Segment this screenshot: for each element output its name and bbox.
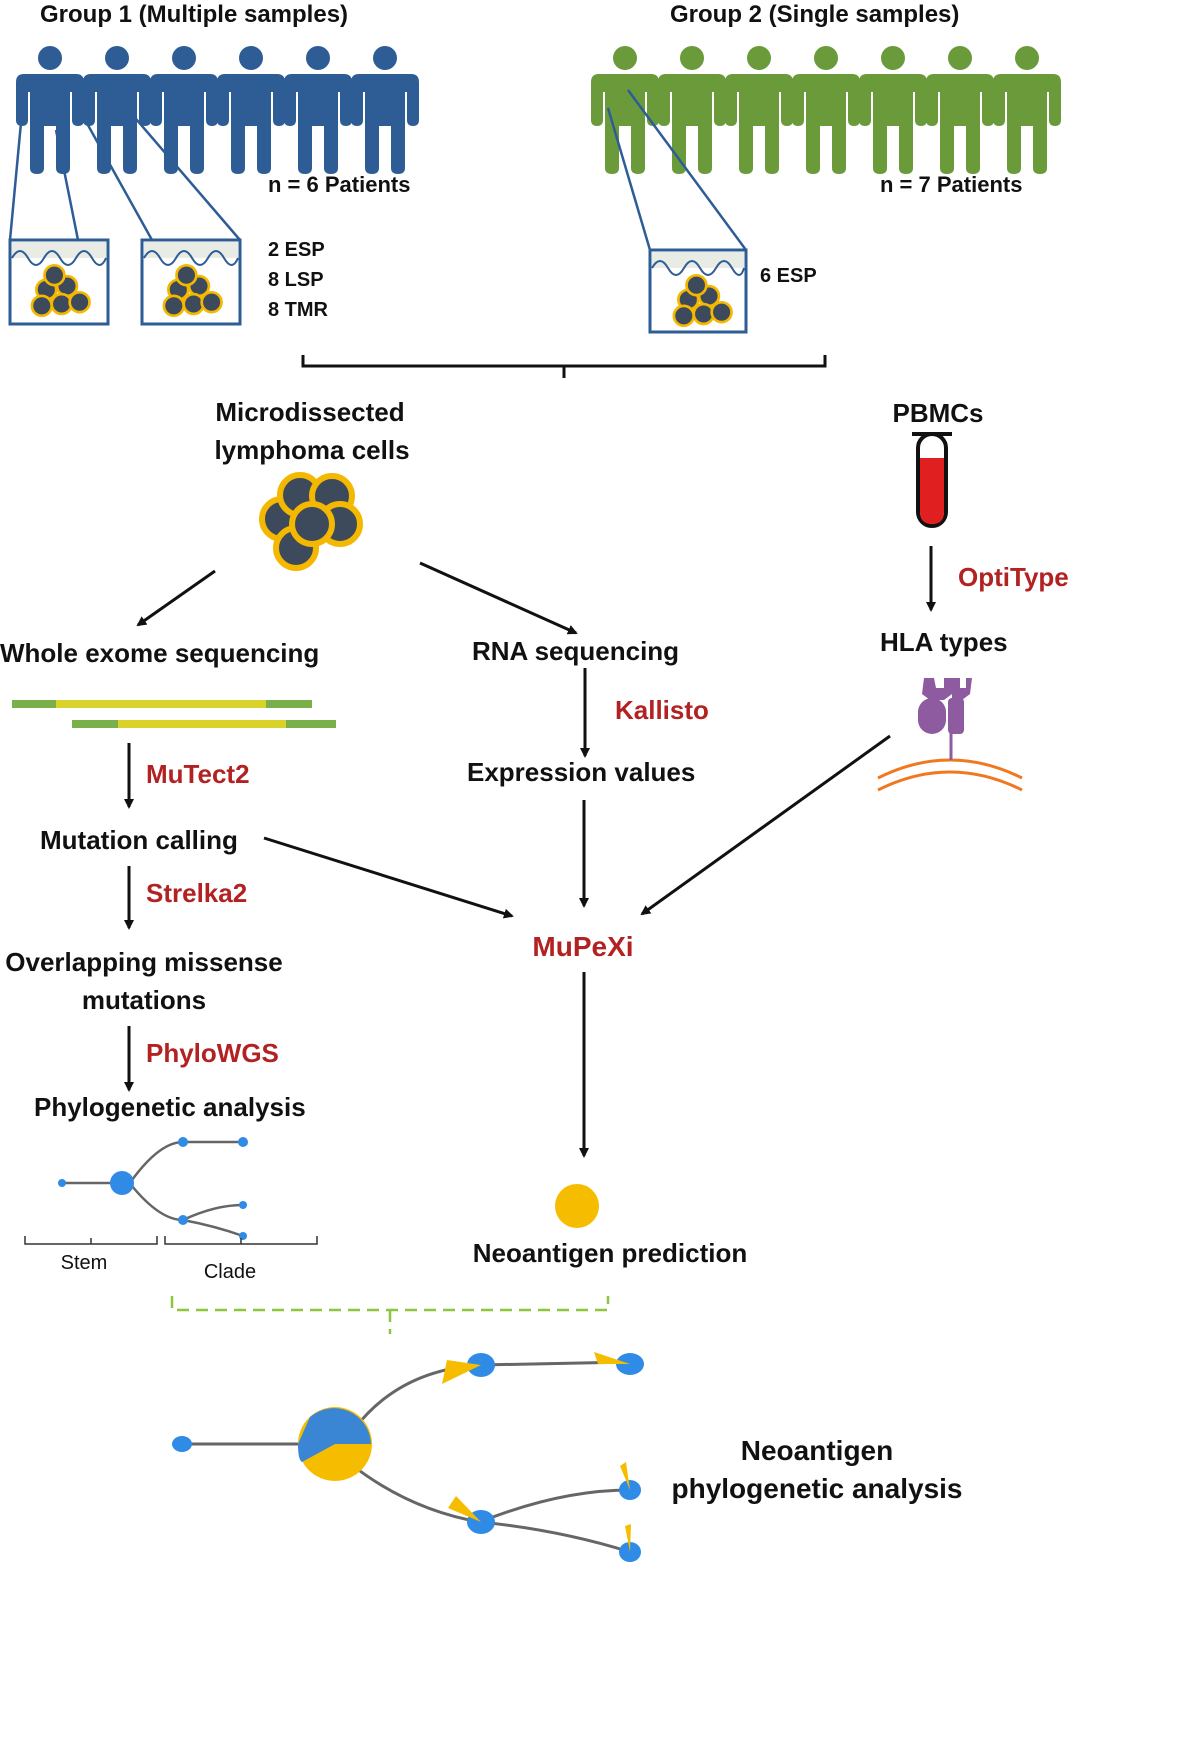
person-icon [150, 46, 218, 174]
neoantigen-phylo-label-line1: Neoantigen [741, 1435, 893, 1466]
phylogenetic-label: Phylogenetic analysis [34, 1092, 306, 1122]
hla-label: HLA types [880, 627, 1008, 657]
person-icon [351, 46, 419, 174]
group1-sample-lsp: 8 LSP [268, 269, 324, 291]
tree-clade-label: Clade [204, 1261, 256, 1283]
overlapping-label-line1: Overlapping missense [5, 947, 282, 977]
tool-mutect2: MuTect2 [146, 759, 250, 789]
group1-patient-count: n = 6 Patients [268, 172, 410, 197]
combine-dashed-bracket [170, 1296, 610, 1334]
tool-kallisto: Kallisto [615, 695, 709, 725]
group1-tissue-sample-2 [140, 238, 242, 326]
lymphoma-cells-icon [259, 472, 363, 571]
person-icon [725, 46, 793, 174]
arrow-cells-to-wes [136, 569, 216, 627]
group1-zoom-lines [8, 97, 241, 241]
neoantigen-phylo-tree [172, 1352, 644, 1562]
tool-phylowgs: PhyloWGS [146, 1038, 279, 1068]
group2-sample-esp: 6 ESP [760, 265, 817, 287]
group2-people [591, 46, 1061, 174]
blood-tube-icon [912, 432, 952, 528]
arrow-cells-to-rna [419, 561, 578, 635]
group1-tissue-sample-1 [8, 238, 110, 326]
mutation-calling-label: Mutation calling [40, 825, 238, 855]
hla-receptor-icon [877, 678, 1023, 792]
tool-mupexi: MuPeXi [532, 931, 633, 962]
person-icon [83, 46, 151, 174]
person-icon [284, 46, 352, 174]
arrow-hla-to-mupexi [640, 734, 891, 916]
arrow-mutation-to-mupexi [263, 836, 514, 919]
microdissected-label-line1: Microdissected [215, 397, 404, 427]
group2-zoom-lines [606, 89, 748, 251]
group1-sample-tmr: 8 TMR [268, 299, 329, 321]
group1-title: Group 1 (Multiple samples) [40, 1, 348, 28]
group2-patient-count: n = 7 Patients [880, 172, 1022, 197]
phylogenetic-tree-icon [24, 1137, 318, 1245]
person-icon [792, 46, 860, 174]
neoantigen-prediction-label: Neoantigen prediction [473, 1238, 747, 1268]
group2-title: Group 2 (Single samples) [670, 1, 959, 28]
tool-strelka2: Strelka2 [146, 878, 247, 908]
pbmcs-label: PBMCs [892, 398, 983, 428]
person-icon [591, 46, 659, 174]
expression-label: Expression values [467, 757, 695, 787]
overlapping-label-line2: mutations [82, 985, 206, 1015]
group1-sample-esp: 2 ESP [268, 239, 325, 261]
rna-label: RNA sequencing [472, 636, 679, 666]
person-icon [217, 46, 285, 174]
group1-people [16, 46, 419, 174]
group2-tissue-sample [648, 248, 748, 334]
person-icon [16, 46, 84, 174]
wes-label: Whole exome sequencing [0, 638, 319, 668]
tree-stem-label: Stem [61, 1252, 108, 1274]
neoantigen-phylo-label-line2: phylogenetic analysis [672, 1473, 963, 1504]
tool-optitype: OptiType [958, 562, 1069, 592]
sequencing-reads-icon [12, 700, 336, 728]
person-icon [658, 46, 726, 174]
person-icon [993, 46, 1061, 174]
group-merge-bracket [301, 355, 827, 378]
microdissected-label-line2: lymphoma cells [214, 435, 409, 465]
neoantigen-dot [555, 1184, 599, 1228]
person-icon [926, 46, 994, 174]
person-icon [859, 46, 927, 174]
